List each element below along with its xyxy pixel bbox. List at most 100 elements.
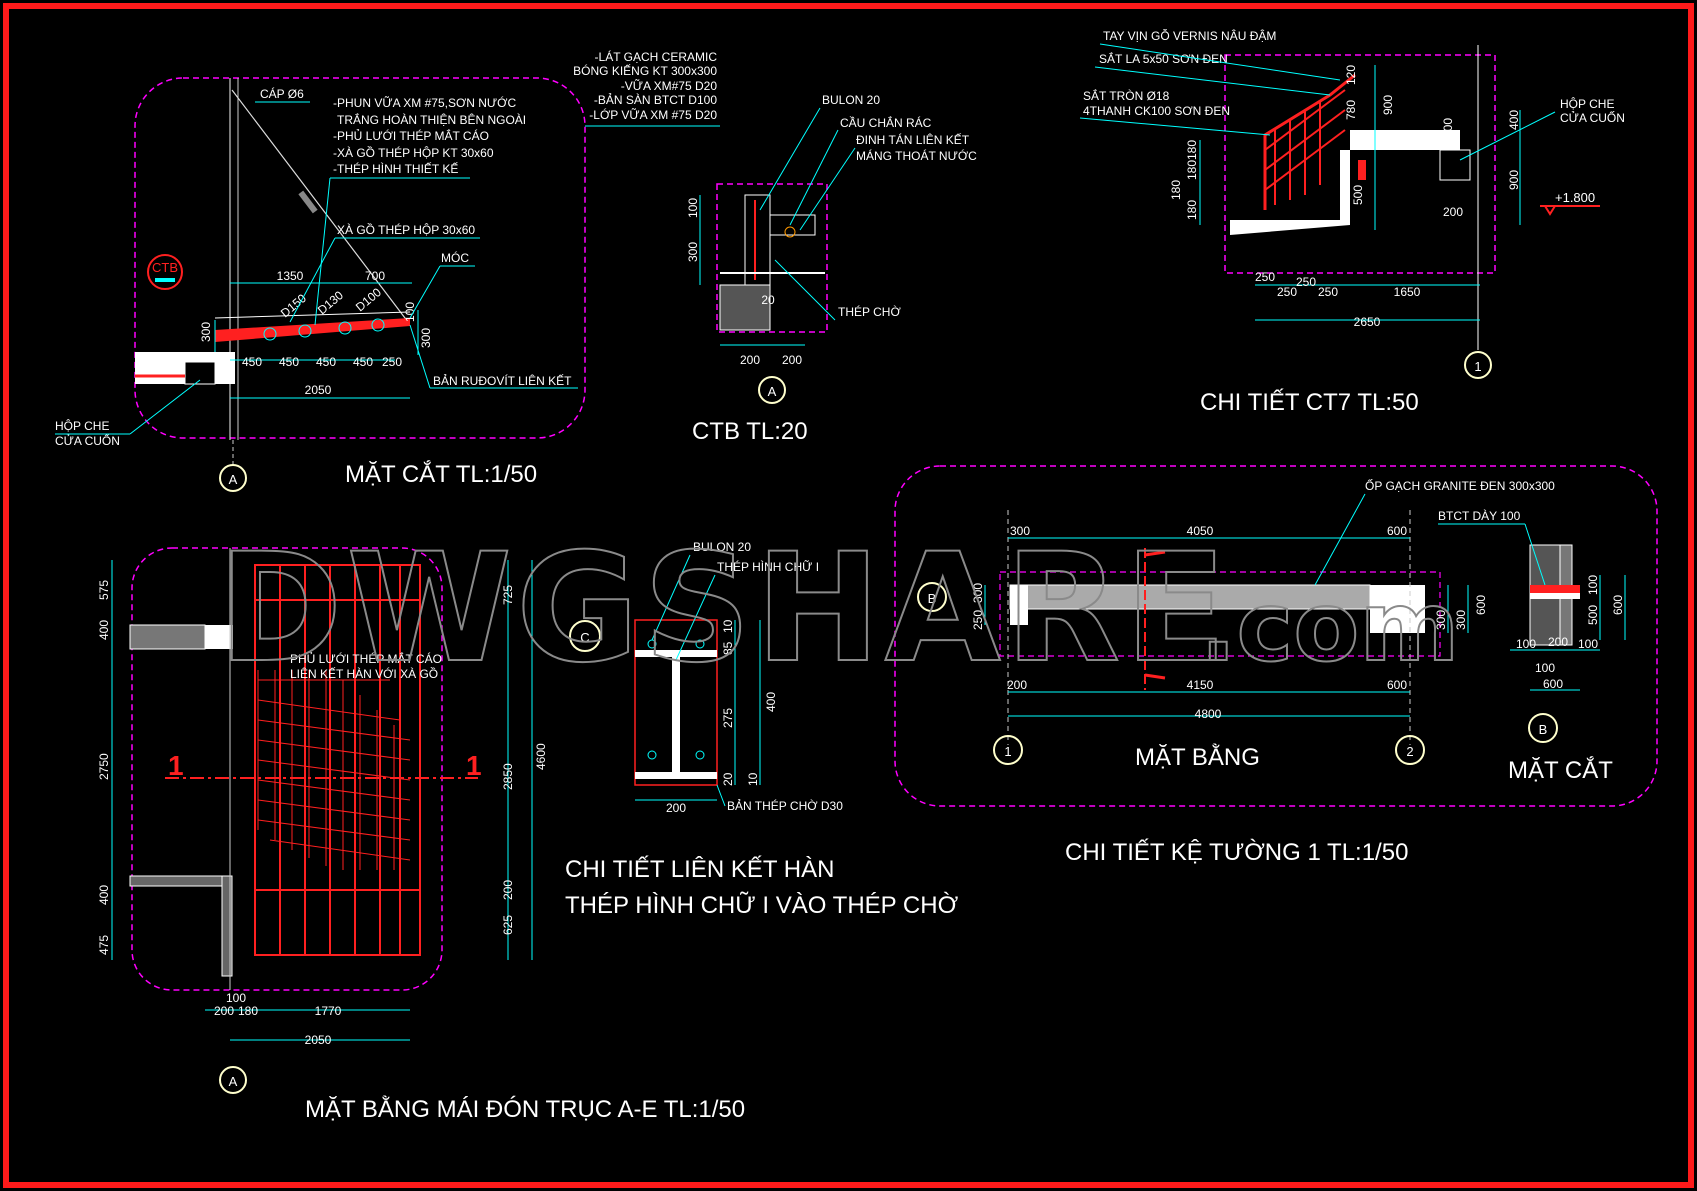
- dim-label: 575: [97, 580, 111, 600]
- dim-label: 100: [226, 991, 246, 1005]
- axis-bubble: [758, 376, 786, 404]
- dim-label: 10: [721, 619, 735, 633]
- mesh-label: LIÊN KẾT HÀN VỚI XÀ GỒ: [290, 666, 438, 681]
- dim-label: 2050: [305, 383, 332, 397]
- turnbuckle: [298, 190, 318, 214]
- dim-label: 2650: [1354, 315, 1381, 329]
- note-line: -XÀ GỒ THÉP HỘP KT 30x60: [333, 145, 494, 160]
- ctb-title: CTB TL:20: [692, 418, 808, 445]
- dim-label: 180: [1185, 160, 1199, 180]
- dim-label: 100: [686, 198, 700, 218]
- weld-label: THÉP HÌNH CHỮ I: [717, 559, 819, 574]
- box-cover-label: HỘP CHE: [55, 418, 109, 433]
- bolt: [695, 750, 705, 760]
- section-shelf: [1530, 585, 1580, 593]
- watermark: DWGSHARE .com: [217, 521, 1460, 697]
- dim-label: 180: [238, 1004, 258, 1018]
- wall-stub: [129, 875, 231, 887]
- section-mark: 1: [466, 750, 482, 781]
- drain-grate: [784, 226, 796, 238]
- roof-plan-title: MẶT BẰNG MÁI ĐÓN TRỤC A-E TL:1/50: [305, 1095, 745, 1123]
- purlin-circle: [371, 318, 385, 332]
- ctb-view: 100 300 20 200 200 -LÁT GẠCH CERAMIC BÓN…: [573, 49, 977, 445]
- ct7-label: TAY VỊN GỖ VERNIS NÂU ĐẬM: [1103, 28, 1276, 43]
- dim-label: 600: [1387, 678, 1407, 692]
- ctb-tag: CTB: [152, 260, 178, 275]
- dim-label: 20: [761, 293, 775, 307]
- dim-label: 600: [1474, 595, 1488, 615]
- dim-label: 600: [1387, 524, 1407, 538]
- dim-label: 200: [1548, 635, 1568, 649]
- dim-label: 275: [721, 708, 735, 728]
- dim-label: 100: [1516, 637, 1536, 651]
- dim-label: 500: [1351, 185, 1365, 205]
- mat-cat-boundary: [134, 77, 586, 439]
- i-flange-top: [635, 650, 717, 657]
- shelf-leaders: [1314, 493, 1546, 586]
- dim-label: 600: [1611, 595, 1625, 615]
- ct7-title: CHI TIẾT CT7 TL:50: [1200, 388, 1419, 416]
- wall-stub: [129, 624, 206, 650]
- dim-label: 780: [1344, 100, 1358, 120]
- dim-label: 725: [501, 585, 515, 605]
- dim-label: 180: [1185, 200, 1199, 220]
- shelf-label: BTCT DÀY 100: [1438, 508, 1521, 523]
- axis-bubble: [1528, 713, 1558, 743]
- cap-label: CÁP Ø6: [260, 86, 304, 101]
- ctb-label: CẦU CHẮN RÁC: [840, 115, 932, 130]
- stair-slab: [1230, 130, 1460, 235]
- dim-label: 900: [1381, 95, 1395, 115]
- dim-label: 300: [1434, 610, 1448, 630]
- weld-label: BULON 20: [693, 540, 751, 554]
- section-dims: [1510, 575, 1626, 691]
- roof-plan-boundary: [131, 547, 443, 991]
- watermark-suffix: .com: [1200, 571, 1459, 683]
- ct7-label: HỘP CHE: [1560, 96, 1614, 111]
- leader: [314, 177, 331, 326]
- dim-label: 200: [214, 1004, 234, 1018]
- dim-label: 450: [279, 355, 299, 369]
- dim-label: 100: [403, 302, 417, 322]
- ct7-label: 4THANH CK100 SƠN ĐEN: [1083, 104, 1230, 118]
- leader: [129, 379, 201, 435]
- note-line: -LÁT GẠCH CERAMIC: [595, 49, 718, 64]
- dim-label: 4050: [1187, 524, 1214, 538]
- ctb-label: BULON 20: [822, 93, 880, 107]
- leader: [289, 237, 336, 323]
- axis-bubble: [1395, 735, 1425, 765]
- section-mark: 1: [168, 750, 184, 781]
- dim-label: 85: [721, 641, 735, 655]
- dim-label: 4800: [1195, 707, 1222, 721]
- weld-title: THÉP HÌNH CHỮ I VÀO THÉP CHỜ: [565, 891, 959, 919]
- axis-bubble: [993, 735, 1023, 765]
- dim-label: 300: [1441, 118, 1455, 138]
- level-symbol: [1540, 205, 1600, 216]
- dim-label: 600: [1543, 677, 1563, 691]
- dia-label: D130: [315, 288, 346, 317]
- dim-label: 4150: [1187, 678, 1214, 692]
- balusters: [1264, 89, 1346, 205]
- weld-dims: [635, 620, 761, 801]
- purlin-circle: [338, 321, 352, 335]
- dim-label: 400: [1507, 110, 1521, 130]
- ctb-leaders: [759, 107, 856, 321]
- steel-frame: [254, 564, 421, 956]
- purlin-label: XÀ GỒ THÉP HỘP 30x60: [337, 222, 475, 237]
- dim-label: 4600: [534, 743, 548, 770]
- dim-label: 450: [353, 355, 373, 369]
- dim-label: 100: [1535, 661, 1555, 675]
- wall-section: [744, 194, 771, 286]
- note-line: -LỚP VỮA XM #75 D20: [589, 107, 717, 122]
- axis-bubble: [569, 620, 601, 652]
- dim-label: 250: [1277, 285, 1297, 299]
- dim-label: 250: [1318, 285, 1338, 299]
- dim-label: 450: [316, 355, 336, 369]
- weld-title: CHI TIẾT LIÊN KẾT HÀN: [565, 855, 834, 883]
- ct7-label: SẮT TRÒN Ø18: [1083, 88, 1170, 103]
- ct7-boundary: [1224, 54, 1496, 274]
- note-line: BÓNG KIẾNG KT 300x300: [573, 63, 717, 78]
- i-flange-bottom: [635, 772, 717, 779]
- canopy-top: [214, 311, 411, 319]
- ctb-label: ĐINH TÁN LIÊN KẾT: [856, 132, 970, 147]
- dim-label: 250: [382, 355, 402, 369]
